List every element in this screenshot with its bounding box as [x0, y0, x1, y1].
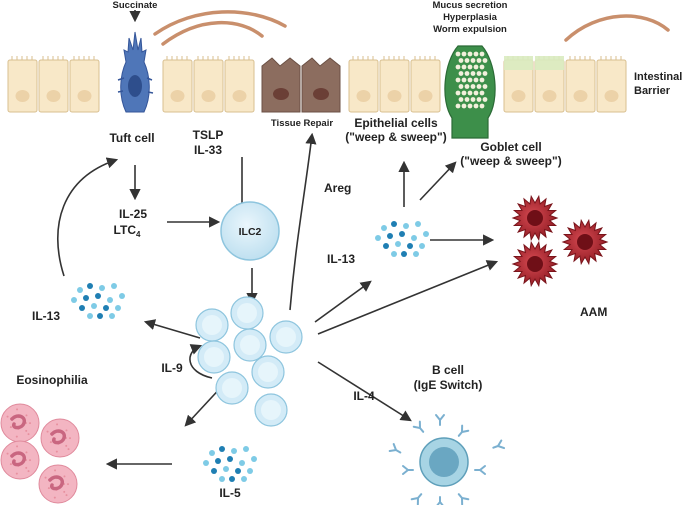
epithelial-cell [410, 56, 441, 113]
label-tuft-cell: Tuft cell [109, 131, 154, 145]
label-barrier-2: Barrier [634, 85, 671, 97]
intestinal-epithelium [7, 56, 627, 113]
labels: Succinate Mucus secretion Hyperplasia Wo… [16, 0, 682, 500]
ilc2-cell-small [251, 355, 285, 389]
cytokine-cluster-il13-left [71, 283, 125, 319]
label-il9: IL-9 [161, 361, 183, 375]
epithelial-cell [193, 56, 224, 113]
label-mucus-2: Hyperplasia [443, 12, 498, 23]
ilc2-cell [220, 201, 280, 261]
ilc2-cell-small [254, 393, 288, 427]
ilc2-cell-small [195, 308, 229, 342]
label-il4: IL-4 [353, 389, 375, 403]
ilc2-cell-small [197, 340, 231, 374]
epithelial-cell [69, 56, 100, 113]
epithelial-cell [565, 56, 596, 113]
label-areg: Areg [324, 181, 351, 195]
label-mucus-3: Worm expulsion [433, 24, 507, 35]
epithelial-cell [503, 56, 534, 113]
label-goblet-2: ("weep & sweep") [460, 154, 561, 168]
label-epithelial-2: ("weep & sweep") [345, 130, 446, 144]
label-tissue-repair: Tissue Repair [271, 118, 333, 129]
epithelial-cell [224, 56, 255, 113]
label-ilc2: ILC2 [239, 226, 262, 238]
label-mucus-1: Mucus secretion [433, 0, 508, 11]
label-il13-right: IL-13 [327, 252, 355, 266]
label-epithelial-1: Epithelial cells [354, 116, 438, 130]
tuft-cell [117, 31, 154, 113]
worm-right [564, 14, 670, 42]
b-cell [388, 414, 506, 505]
ilc2-cluster [195, 296, 303, 427]
epithelial-cell [162, 56, 193, 113]
label-il5: IL-5 [219, 486, 241, 500]
alternatively-activated-macrophages [511, 194, 609, 288]
ilc2-cell-small [230, 296, 264, 330]
epithelial-cell [379, 56, 410, 113]
tissue-repair-cells [261, 57, 341, 113]
epithelial-cell [348, 56, 379, 113]
epithelial-cell [7, 56, 38, 113]
label-il13-left: IL-13 [32, 309, 60, 323]
arrows [57, 10, 499, 470]
goblet-cell [444, 45, 496, 139]
label-tslp: TSLP [193, 128, 224, 142]
label-barrier-1: Intestinal [634, 71, 682, 83]
label-bcell-2: (IgE Switch) [414, 378, 483, 392]
epithelial-cell [534, 56, 565, 113]
epithelial-cell [38, 56, 69, 113]
epithelial-cell [596, 56, 627, 113]
label-il33: IL-33 [194, 143, 222, 157]
ilc2-cell-small [269, 320, 303, 354]
ilc2-cell-small [233, 328, 267, 362]
label-ltc4: LTC4 [114, 223, 141, 239]
label-aam: AAM [580, 305, 607, 319]
cytokine-cluster-il5 [203, 446, 257, 482]
worm-left [153, 10, 287, 46]
label-eosinophilia: Eosinophilia [16, 373, 88, 387]
ilc2-cell-small [215, 371, 249, 405]
label-il25: IL-25 [119, 207, 147, 221]
label-succinate: Succinate [113, 0, 158, 11]
label-goblet-1: Goblet cell [480, 140, 541, 154]
eosinophils [0, 403, 80, 504]
cytokine-cluster-il13-right [375, 221, 429, 257]
label-bcell-1: B cell [432, 363, 464, 377]
